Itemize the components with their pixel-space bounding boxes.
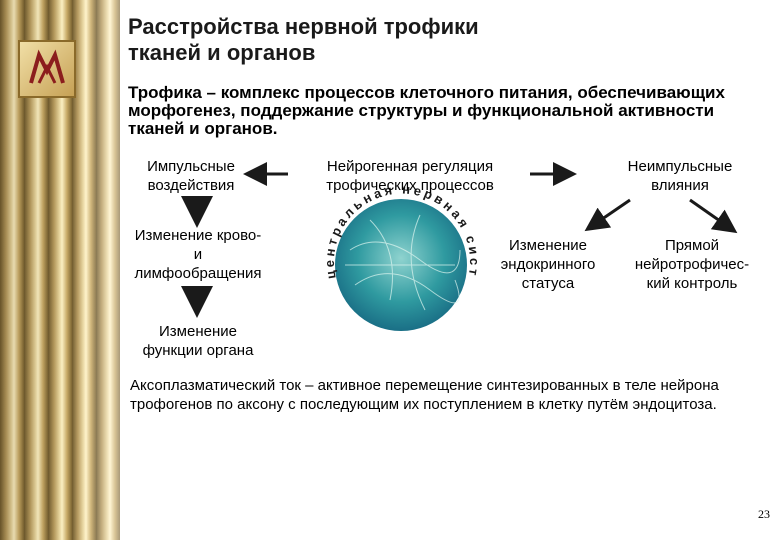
label-nonimpulse: Неимпульсные влияния (627, 158, 733, 194)
label-neurogenic: Нейрогенная регуляция трофических процес… (326, 158, 494, 194)
label-endocrine: Изменение эндокринного статуса (500, 237, 596, 292)
axoplasm-text: Аксоплазматический ток – активное переме… (130, 377, 719, 413)
label-direct-control: Прямой нейротрофичес- кий контроль (634, 237, 750, 292)
label-impulse: Импульсные воздействия (147, 158, 235, 194)
label-organ-function: Изменение функции органа (142, 323, 254, 359)
page-title: Расстройства нервной трофики тканей и ор… (128, 14, 479, 65)
arrow-diag-left (584, 198, 631, 232)
page-number: 23 (758, 507, 770, 521)
label-blood-lymph: Изменение крово- и лимфообращения (134, 227, 262, 282)
logo-icon (18, 40, 76, 98)
arrow-diag-right (689, 198, 738, 234)
definition-text: Трофика – комплекс процессов клеточного … (128, 83, 725, 138)
